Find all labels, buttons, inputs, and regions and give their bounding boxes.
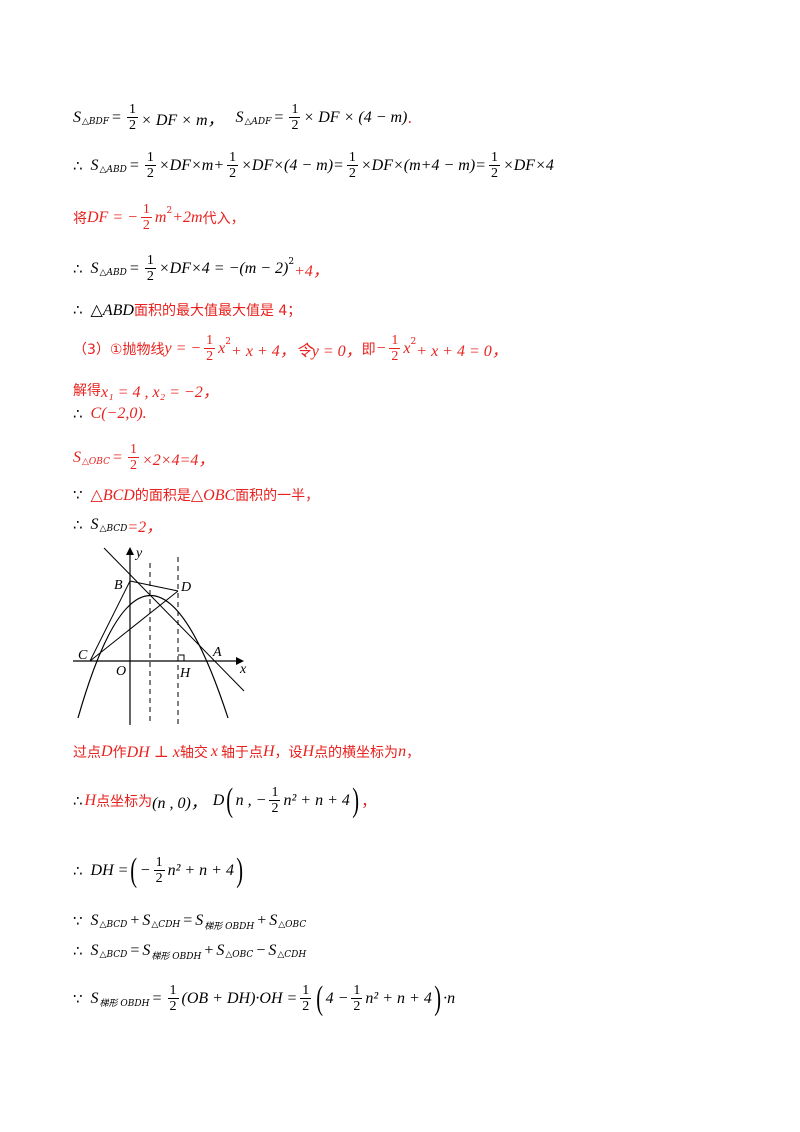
- segment-bd: [129, 580, 179, 592]
- label-x: x: [239, 662, 247, 677]
- x-axis-arrow: [236, 657, 244, 665]
- segment-bc: [89, 580, 131, 662]
- label-y: y: [134, 546, 143, 561]
- label-a: A: [212, 645, 222, 660]
- label-d: D: [180, 580, 191, 595]
- label-h: H: [179, 666, 191, 681]
- line-max-value: ∴ △ABD 面积的最大值最大值是 4；: [73, 301, 302, 319]
- segment-cd: [89, 590, 179, 662]
- parabola-curve: [77, 594, 229, 719]
- line-point-c: ∴ C(−2,0).: [73, 405, 147, 423]
- label-c: C: [78, 648, 88, 663]
- geometry-diagram: y x B D C O H A: [73, 546, 247, 725]
- y-axis-arrow: [126, 547, 134, 555]
- right-angle-mark: [178, 654, 185, 661]
- line-solve-roots: 解得 x₁ = 4 , x₂ = −2，: [73, 383, 219, 401]
- line-area-bcd: ∴ S△BCD =2，: [73, 516, 163, 536]
- line-construct-dh: 过点 D 作 DH ⊥ x 轴交 x 轴于点 H ，设 H 点的横坐标为 n ，: [73, 743, 421, 761]
- label-o: O: [116, 664, 126, 679]
- label-b: B: [114, 578, 123, 593]
- segment-ba: [103, 547, 245, 692]
- line-half-area: ∵ △BCD 的面积是 △OBC 面积的一半，: [73, 486, 320, 504]
